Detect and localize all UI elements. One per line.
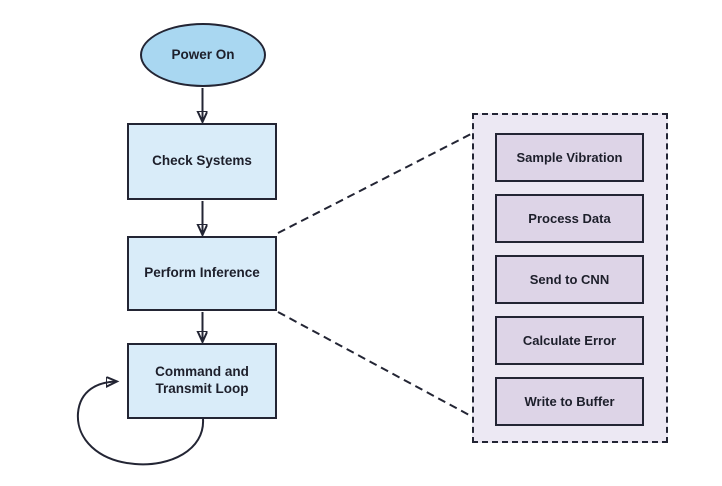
expansion-line-lower	[277, 311, 472, 417]
node-perform-inference-label: Perform Inference	[144, 265, 260, 281]
node-power-on: Power On	[140, 23, 266, 87]
node-command-transmit-loop-label: Command and Transmit Loop	[155, 364, 249, 396]
panel-item-calculate-error: Calculate Error	[495, 316, 644, 365]
panel-item-process-data: Process Data	[495, 194, 644, 243]
node-command-transmit-loop: Command and Transmit Loop	[127, 343, 277, 419]
node-check-systems-label: Check Systems	[152, 153, 252, 169]
node-perform-inference: Perform Inference	[127, 236, 277, 311]
node-power-on-label: Power On	[171, 46, 235, 62]
panel-item-label: Process Data	[528, 211, 611, 226]
panel-item-sample-vibration: Sample Vibration	[495, 133, 644, 182]
panel-item-label: Write to Buffer	[524, 394, 615, 409]
panel-item-write-to-buffer: Write to Buffer	[495, 377, 644, 426]
inference-detail-panel: Sample Vibration Process Data Send to CN…	[472, 113, 668, 443]
panel-item-label: Sample Vibration	[516, 150, 623, 165]
panel-item-label: Send to CNN	[529, 272, 610, 287]
expansion-line-upper	[277, 133, 472, 234]
panel-item-send-to-cnn: Send to CNN	[495, 255, 644, 304]
node-check-systems: Check Systems	[127, 123, 277, 200]
panel-item-label: Calculate Error	[522, 333, 617, 348]
